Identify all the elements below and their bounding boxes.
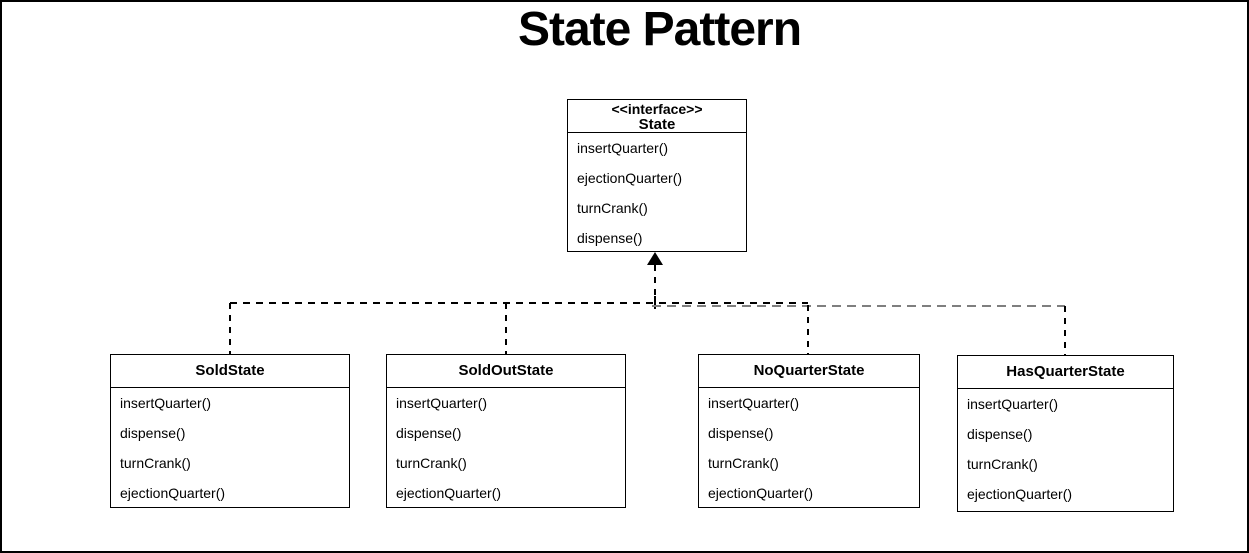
class-method-list: insertQuarter() dispense() turnCrank() e… [699, 388, 919, 508]
diagram-title: State Pattern [517, 3, 802, 56]
interface-box-state: <<interface>> State insertQuarter() ejec… [567, 99, 747, 252]
method-item: insertQuarter() [577, 140, 669, 156]
method-item: dispense() [396, 425, 462, 441]
method-item: insertQuarter() [967, 396, 1059, 412]
method-item: turnCrank() [577, 200, 648, 216]
method-item: turnCrank() [967, 456, 1038, 472]
method-item: insertQuarter() [396, 395, 488, 411]
interface-name: State [638, 116, 676, 133]
interface-stereotype: <<interface>> [611, 101, 703, 117]
class-method-list: insertQuarter() dispense() turnCrank() e… [387, 388, 625, 508]
realization-arrow-stem [654, 265, 656, 302]
method-item: dispense() [120, 425, 186, 441]
connector-soldstate [229, 303, 231, 354]
connector-soldoutstate [505, 303, 507, 354]
class-name: HasQuarterState [958, 356, 1173, 389]
realization-line-horizontal-left [230, 302, 808, 304]
method-item: ejectionQuarter() [577, 170, 683, 186]
method-item: dispense() [708, 425, 774, 441]
method-item: insertQuarter() [120, 395, 212, 411]
method-item: ejectionQuarter() [120, 485, 226, 501]
connector-hasquarterstate [1064, 306, 1066, 355]
method-item: turnCrank() [120, 455, 191, 471]
method-item: dispense() [967, 426, 1033, 442]
connector-noquarterstate [807, 305, 809, 354]
class-box-soldstate: SoldState insertQuarter() dispense() tur… [110, 354, 350, 508]
method-item: ejectionQuarter() [708, 485, 814, 501]
interface-method-list: insertQuarter() ejectionQuarter() turnCr… [568, 133, 746, 253]
class-name: NoQuarterState [699, 355, 919, 388]
interface-header: <<interface>> State [568, 100, 746, 133]
class-method-list: insertQuarter() dispense() turnCrank() e… [958, 389, 1173, 509]
class-method-list: insertQuarter() dispense() turnCrank() e… [111, 388, 349, 508]
class-name: SoldOutState [387, 355, 625, 388]
method-item: ejectionQuarter() [396, 485, 502, 501]
method-item: ejectionQuarter() [967, 486, 1073, 502]
class-box-noquarterstate: NoQuarterState insertQuarter() dispense(… [698, 354, 920, 508]
method-item: turnCrank() [708, 455, 779, 471]
realization-line-horizontal-right [652, 304, 1065, 307]
realization-arrowhead-icon [647, 252, 663, 265]
method-item: turnCrank() [396, 455, 467, 471]
class-name: SoldState [111, 355, 349, 388]
method-item: dispense() [577, 230, 643, 246]
class-box-hasquarterstate: HasQuarterState insertQuarter() dispense… [957, 355, 1174, 512]
method-item: insertQuarter() [708, 395, 800, 411]
class-box-soldoutstate: SoldOutState insertQuarter() dispense() … [386, 354, 626, 508]
